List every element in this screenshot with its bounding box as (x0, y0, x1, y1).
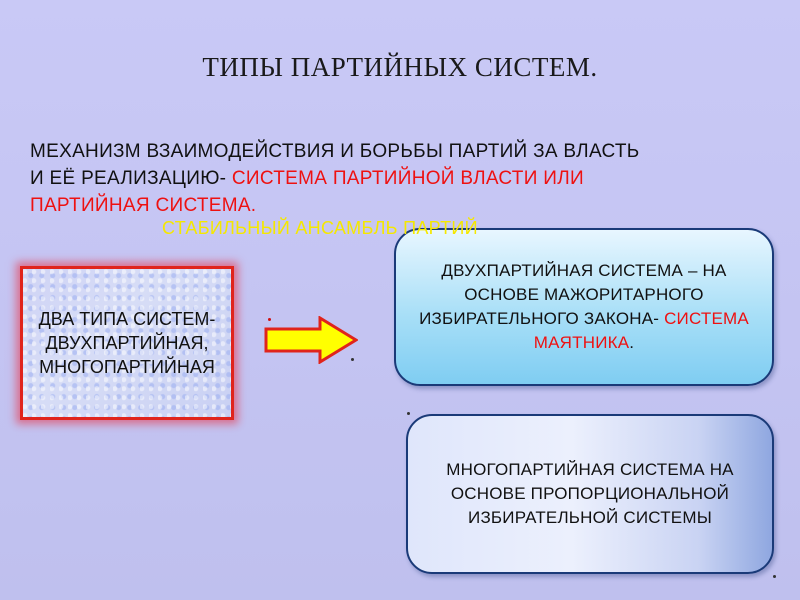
multi-party-system-desc: МНОГОПАРТИЙНАЯ СИСТЕМА НА ОСНОВЕ ПРОПОРЦ… (446, 460, 734, 527)
two-party-system-box: ДВУХПАРТИЙНАЯ СИСТЕМА – НА ОСНОВЕ МАЖОРИ… (394, 228, 774, 386)
two-party-system-text: ДВУХПАРТИЙНАЯ СИСТЕМА – НА ОСНОВЕ МАЖОРИ… (419, 259, 749, 355)
decor-dot (351, 358, 354, 361)
intro-text: МЕХАНИЗМ ВЗАИМОДЕЙСТВИЯ И БОРЬБЫ ПАРТИЙ … (30, 138, 790, 219)
intro-line-3: ПАРТИЙНАЯ СИСТЕМА. (30, 195, 257, 216)
two-types-text: ДВА ТИПА СИСТЕМ- ДВУХПАРТИЙНАЯ, МНОГОПАР… (38, 309, 216, 377)
decor-dot (773, 575, 776, 578)
intro-line-2-red: СИСТЕМА ПАРТИЙНОЙ ВЛАСТИ ИЛИ (231, 168, 584, 189)
intro-line-1: МЕХАНИЗМ ВЗАИМОДЕЙСТВИЯ И БОРЬБЫ ПАРТИЙ … (30, 141, 640, 162)
right-arrow-icon (264, 316, 358, 364)
intro-line-2-black: И ЕЁ РЕАЛИЗАЦИЮ- (30, 168, 232, 189)
two-types-box: ДВА ТИПА СИСТЕМ- ДВУХПАРТИЙНАЯ, МНОГОПАР… (20, 266, 234, 420)
hidden-yellow-caption: СТАБИЛЬНЫЙ АНСАМБЛЬ ПАРТИЙ (162, 218, 478, 238)
multi-party-system-box: МНОГОПАРТИЙНАЯ СИСТЕМА НА ОСНОВЕ ПРОПОРЦ… (406, 414, 774, 574)
two-party-system-desc: ДВУХПАРТИЙНАЯ СИСТЕМА – НА ОСНОВЕ МАЖОРИ… (419, 261, 727, 328)
slide-title: ТИПЫ ПАРТИЙНЫХ СИСТЕМ. (202, 52, 598, 82)
decor-dot (268, 318, 271, 321)
two-party-system-period: . (629, 333, 635, 352)
intro-line-2: И ЕЁ РЕАЛИЗАЦИЮ- СИСТЕМА ПАРТИЙНОЙ ВЛАСТ… (30, 165, 790, 192)
decor-dot (407, 412, 410, 415)
multi-party-system-text: МНОГОПАРТИЙНАЯ СИСТЕМА НА ОСНОВЕ ПРОПОРЦ… (435, 458, 745, 530)
pendulum-system-label: СИСТЕМА МАЯТНИКА (533, 309, 749, 352)
